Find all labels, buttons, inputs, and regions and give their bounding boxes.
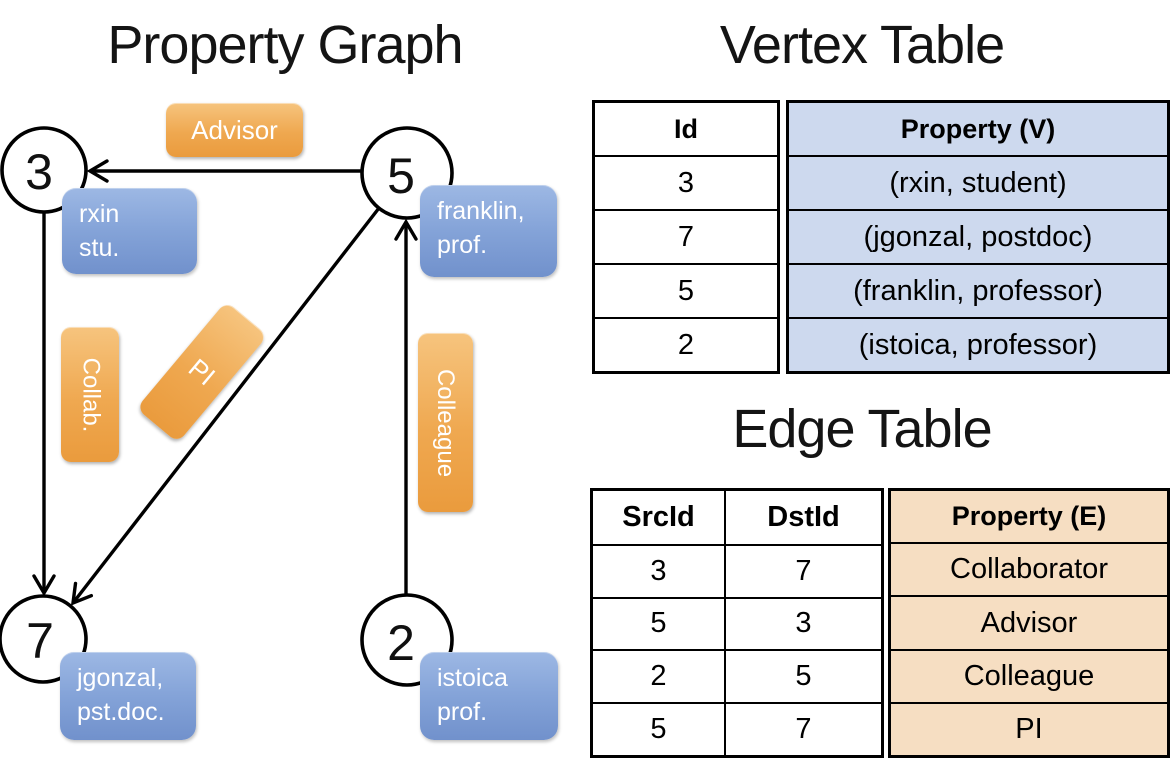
vertex-property-line: rxin xyxy=(79,200,120,228)
property-graph-title: Property Graph xyxy=(107,15,463,75)
table-cell: 7 xyxy=(724,702,881,755)
table-cell: 7 xyxy=(595,209,777,263)
vertex-property-box-rxin: rxin stu. xyxy=(62,188,197,274)
edge-table-title: Edge Table xyxy=(732,399,992,459)
vertex-property-line: prof. xyxy=(437,698,488,726)
vertex-property-line: stu. xyxy=(79,234,120,262)
table-cell: 3 xyxy=(595,155,777,209)
vertex-table-header-id: Id xyxy=(674,113,698,144)
table-cell: 2 xyxy=(593,649,724,702)
property-graph-canvas: 3 5 7 2 xyxy=(0,126,454,687)
edge-label-colleague-text: Colleague xyxy=(432,368,460,477)
table-cell: 5 xyxy=(724,649,881,703)
table-cell: (istoica, professor) xyxy=(789,317,1167,371)
edge-label-advisor-text: Advisor xyxy=(191,114,278,145)
table-cell: PI xyxy=(891,701,1167,755)
edge-table-header-dst: DstId xyxy=(724,491,881,544)
edge-pi-line xyxy=(70,206,381,606)
edge-label-pi-text: PI xyxy=(183,352,222,392)
vertex-property-line: franklin, xyxy=(437,197,525,225)
node-label-7: 7 xyxy=(26,613,54,669)
edge-label-collab-text: Collab. xyxy=(77,357,104,432)
vertex-property-line: pst.doc. xyxy=(77,698,165,726)
node-label-3: 3 xyxy=(25,144,53,200)
table-cell: 7 xyxy=(724,543,881,597)
vertex-table-title: Vertex Table xyxy=(719,15,1005,75)
edge-table-property-column: Property (E) Collaborator Advisor Collea… xyxy=(888,488,1170,758)
table-cell: (jgonzal, postdoc) xyxy=(789,209,1167,263)
edge-table-header-property: Property (E) xyxy=(951,501,1107,532)
table-cell: 3 xyxy=(593,543,724,597)
vertex-property-box-jgonzal: jgonzal, pst.doc. xyxy=(60,652,196,740)
table-cell: (franklin, professor) xyxy=(789,263,1167,317)
vertex-table-id-column: Id 3 7 5 2 xyxy=(592,100,780,374)
vertex-table-property-column: Property (V) (rxin, student) (jgonzal, p… xyxy=(786,100,1170,374)
table-cell: 5 xyxy=(593,596,724,650)
vertex-property-line: prof. xyxy=(437,231,488,259)
table-cell: Collaborator xyxy=(891,542,1167,595)
table-cell: (rxin, student) xyxy=(789,155,1167,209)
table-cell: 2 xyxy=(595,317,777,371)
edge-table-header-src: SrcId xyxy=(622,500,695,533)
edge-label-collab: Collab. xyxy=(61,327,119,462)
node-circle-3 xyxy=(0,126,88,214)
table-cell: Colleague xyxy=(891,648,1167,702)
vertex-table-header-property: Property (V) xyxy=(900,113,1056,144)
vertex-property-box-franklin: franklin, prof. xyxy=(420,185,557,277)
node-label-5: 5 xyxy=(387,148,415,204)
vertex-property-line: istoica xyxy=(437,664,508,692)
vertex-property-line: jgonzal, xyxy=(77,664,164,692)
table-cell: 5 xyxy=(595,263,777,317)
table-cell: Advisor xyxy=(891,595,1167,648)
table-cell: 5 xyxy=(593,702,724,755)
edge-table-id-columns: SrcId DstId 3 7 5 3 2 5 5 7 xyxy=(590,488,884,758)
node-label-2: 2 xyxy=(387,615,415,671)
vertex-property-box-istoica: istoica prof. xyxy=(420,652,558,740)
edge-label-advisor: Advisor xyxy=(166,103,303,157)
edge-label-colleague: Colleague xyxy=(418,333,473,512)
table-cell: 3 xyxy=(724,596,881,650)
